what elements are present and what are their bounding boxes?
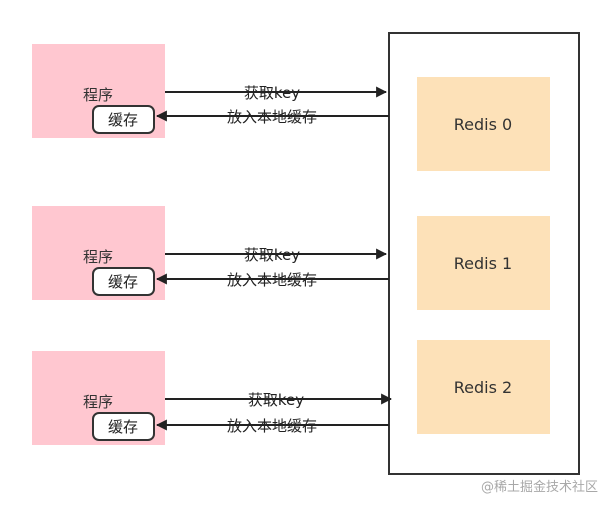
watermark: @稀土掘金技术社区	[480, 480, 598, 495]
redis-node-label: Redis 1	[454, 254, 512, 273]
program-label: 程序	[83, 86, 113, 104]
get-key-label: 获取key	[248, 391, 304, 409]
store-cache-label: 放入本地缓存	[227, 417, 317, 435]
program-label: 程序	[83, 248, 113, 266]
redis-node-label: Redis 0	[454, 115, 512, 134]
redis-node-1: Redis 1	[417, 216, 550, 310]
redis-node-box	[417, 340, 550, 434]
cache-box	[92, 412, 155, 441]
redis-node-label: Redis 2	[454, 378, 512, 397]
get-key-label: 获取key	[244, 246, 300, 264]
program-label: 程序	[83, 393, 113, 411]
cache-label: 缓存	[108, 418, 138, 436]
client-1: 程序 缓存 获取key 放入本地缓存	[32, 206, 389, 300]
cache-box	[92, 267, 155, 296]
redis-node-box	[417, 216, 550, 310]
store-cache-label: 放入本地缓存	[227, 271, 317, 289]
cache-label: 缓存	[108, 111, 138, 129]
cache-box	[92, 105, 155, 134]
client-2: 程序 缓存 获取key 放入本地缓存	[32, 351, 393, 445]
redis-node-0: Redis 0	[417, 77, 550, 171]
cache-label: 缓存	[108, 273, 138, 291]
redis-node-2: Redis 2	[417, 340, 550, 434]
store-cache-label: 放入本地缓存	[227, 108, 317, 126]
redis-node-box	[417, 77, 550, 171]
get-key-label: 获取key	[244, 84, 300, 102]
client-0: 程序 缓存 获取key 放入本地缓存	[32, 44, 389, 138]
